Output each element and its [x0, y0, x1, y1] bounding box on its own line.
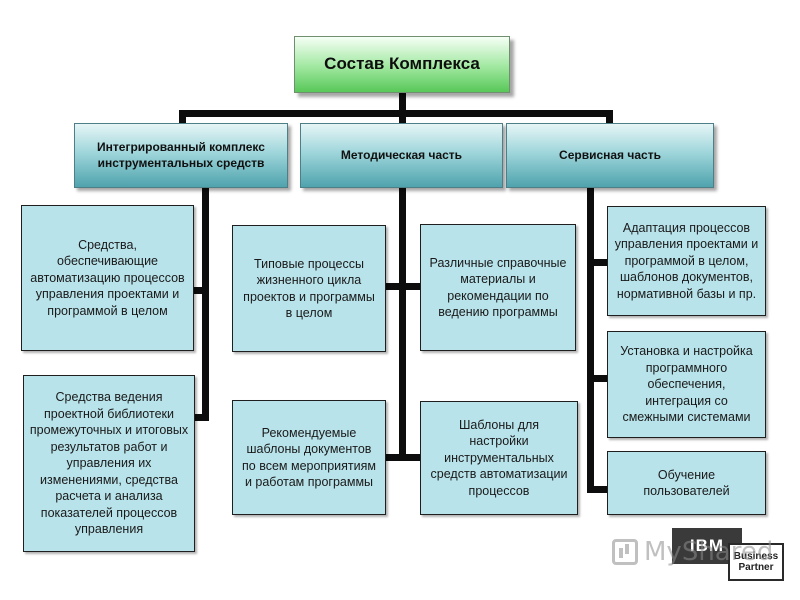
header-integrated-complex: Интегрированный комплекс инструментальны… — [74, 123, 288, 188]
leaf-project-library-tools-text: Средства ведения проектной библиотеки пр… — [29, 390, 189, 537]
root-node: Состав Комплекса — [294, 36, 510, 93]
watermark: MyShared — [612, 532, 773, 572]
ibm-logo-text: IBM — [689, 536, 725, 555]
connector-left-branch-2 — [193, 414, 209, 421]
header-integrated-complex-label: Интегрированный комплекс инструментальны… — [97, 139, 265, 170]
root-title: Состав Комплекса — [324, 54, 480, 74]
leaf-project-library-tools: Средства ведения проектной библиотеки пр… — [23, 375, 195, 552]
leaf-process-adaptation-text: Адаптация процессов управления проектами… — [614, 220, 759, 301]
connector-left-drop — [179, 110, 186, 124]
connector-root-stem — [399, 93, 406, 114]
leaf-typical-processes-text: Типовые процессы жизненного цикла проект… — [243, 256, 375, 321]
business-partner-line2: Partner — [738, 562, 774, 573]
connector-right-drop — [606, 110, 613, 124]
connector-top-bus — [179, 110, 613, 117]
leaf-automation-tools: Средства, обеспечивающие автоматизацию п… — [21, 205, 194, 351]
leaf-reference-materials-text: Различные справочные материалы и рекомен… — [429, 255, 567, 320]
connector-middle-trunk — [399, 188, 406, 460]
leaf-document-templates-text: Рекомендуемые шаблоны документов по всем… — [242, 425, 376, 490]
leaf-reference-materials: Различные справочные материалы и рекомен… — [420, 224, 576, 351]
leaf-software-installation: Установка и настройка программного обесп… — [607, 331, 766, 438]
leaf-document-templates: Рекомендуемые шаблоны документов по всем… — [232, 400, 386, 515]
leaf-tool-setup-templates-text: Шаблоны для настройки инструментальных с… — [430, 417, 568, 498]
connector-right-branch-2 — [587, 375, 608, 382]
connector-right-branch-3 — [587, 486, 608, 493]
header-service-part: Сервисная часть — [506, 123, 714, 188]
watermark-text: MyShared — [644, 537, 774, 567]
connector-middle-bar-2 — [385, 454, 421, 461]
leaf-automation-tools-text: Средства, обеспечивающие автоматизацию п… — [30, 237, 185, 318]
header-service-part-label: Сервисная часть — [559, 147, 661, 162]
leaf-software-installation-text: Установка и настройка программного обесп… — [620, 344, 753, 425]
connector-middle-drop — [399, 110, 406, 124]
leaf-process-adaptation: Адаптация процессов управления проектами… — [607, 206, 766, 316]
leaf-user-training-text: Обучение пользователей — [643, 467, 730, 499]
presentation-icon — [612, 539, 638, 565]
connector-right-trunk — [587, 188, 594, 492]
leaf-user-training: Обучение пользователей — [607, 451, 766, 515]
connector-middle-bar-1 — [385, 283, 421, 290]
header-methodical-part: Методическая часть — [300, 123, 503, 188]
header-methodical-part-label: Методическая часть — [340, 147, 463, 162]
leaf-typical-processes: Типовые процессы жизненного цикла проект… — [232, 225, 386, 352]
business-partner-line1: Business — [733, 551, 779, 562]
business-partner-badge: Business Partner — [728, 543, 784, 581]
leaf-tool-setup-templates: Шаблоны для настройки инструментальных с… — [420, 401, 578, 515]
connector-left-trunk — [202, 188, 209, 420]
connector-left-branch-1 — [193, 287, 209, 294]
connector-right-branch-1 — [587, 259, 608, 266]
